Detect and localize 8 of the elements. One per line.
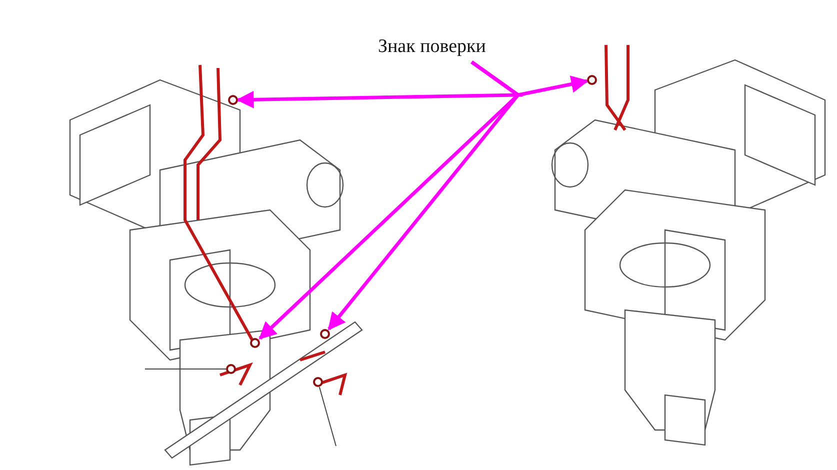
seal-mark <box>313 377 323 387</box>
seal-mark <box>587 75 597 85</box>
seal-mark <box>320 329 330 339</box>
leader-line <box>318 386 336 446</box>
seal-mark <box>228 95 238 105</box>
leader-line <box>144 368 226 370</box>
arrow <box>470 60 589 97</box>
callout-label: Знак поверки <box>374 34 490 60</box>
